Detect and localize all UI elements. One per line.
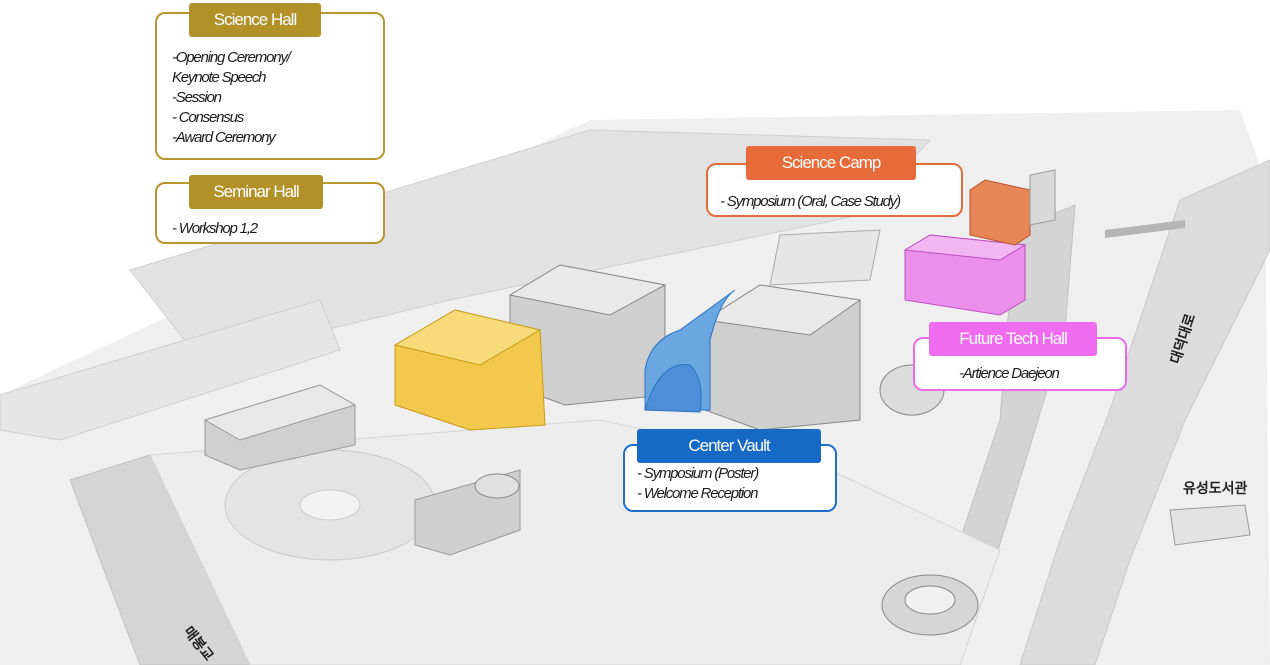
seminar-hall-title: Seminar Hall: [189, 175, 323, 209]
science-hall-items: -Opening Ceremony/ Keynote Speech -Sessi…: [172, 48, 291, 148]
list-item: -Session: [172, 89, 222, 106]
list-item: -Award Ceremony: [172, 129, 276, 146]
library-label: 유성도서관: [1183, 480, 1248, 496]
daedeok-road: [1019, 159, 1270, 665]
science-hall-card: Science Hall -Opening Ceremony/ Keynote …: [155, 3, 385, 160]
list-item: - Consensus: [172, 109, 244, 126]
center-vault-title: Center Vault: [637, 429, 821, 463]
list-item: -Opening Ceremony/: [172, 49, 291, 66]
science-camp-building: [969, 179, 1031, 246]
list-item: Keynote Speech: [172, 69, 266, 86]
list-item: - Workshop 1,2: [172, 220, 258, 237]
science-camp-items: - Symposium (Oral, Case Study): [720, 192, 901, 212]
center-vault-card: Center Vault - Symposium (Poster) - Welc…: [623, 429, 837, 512]
future-tech-hall-title: Future Tech Hall: [929, 322, 1097, 356]
library-building: [1169, 504, 1251, 546]
science-camp-card: Science Camp - Symposium (Oral, Case Stu…: [706, 146, 963, 217]
left-lot: [0, 299, 341, 441]
list-item: - Symposium (Poster): [637, 465, 759, 482]
lower-left-road: [69, 454, 251, 665]
list-item: - Welcome Reception: [637, 485, 759, 502]
seminar-hall-items: - Workshop 1,2: [172, 219, 258, 239]
parking-lot: [769, 229, 881, 286]
science-hall-title: Science Hall: [189, 3, 321, 37]
list-item: - Symposium (Oral, Case Study): [720, 193, 901, 210]
seminar-hall-card: Seminar Hall - Workshop 1,2: [155, 175, 385, 244]
science-camp-title: Science Camp: [746, 146, 916, 180]
list-item: -Artience Daejeon: [959, 365, 1060, 382]
future-tech-hall-card: Future Tech Hall -Artience Daejeon: [913, 322, 1127, 391]
center-vault-items: - Symposium (Poster) - Welcome Reception: [637, 464, 759, 504]
future-tech-hall-items: -Artience Daejeon: [959, 364, 1060, 384]
